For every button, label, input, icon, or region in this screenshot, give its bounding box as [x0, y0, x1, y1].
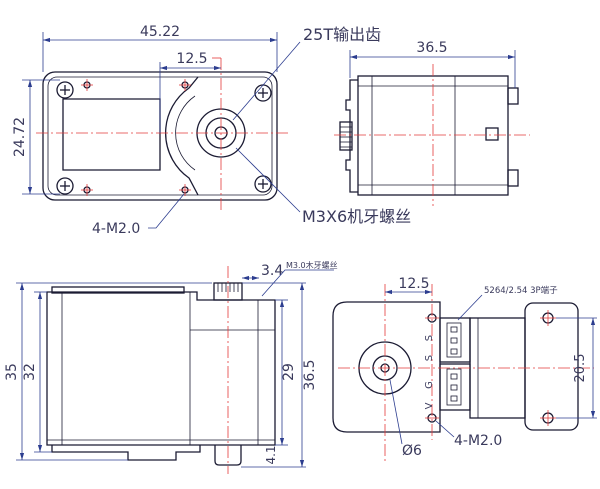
hole-spacing-dimension: 20.5 [573, 354, 588, 383]
connector-5264 [439, 317, 471, 411]
pin-label-4: V [424, 402, 435, 409]
front-view: 45.22 12.5 24.72 25T输出齿 M3X6机牙螺丝 4-M2.0 [12, 24, 411, 237]
pin-label-2: S [424, 355, 435, 361]
side-tab-top [507, 87, 519, 105]
side-gear-teeth [339, 121, 353, 151]
hole-label: 4-M2.0 [92, 221, 140, 237]
shaft-offset-dimension: 12.5 [398, 276, 429, 292]
bottom-hole-label: 4-M2.0 [454, 433, 502, 449]
screw-label: M3X6机牙螺丝 [302, 207, 411, 226]
bottom-right-plate [524, 302, 579, 431]
top-side-view: 36.5 [334, 40, 530, 206]
side-elevation-view: 35 32 29 36.5 4.1 3.4 M3.0木牙螺丝 [4, 260, 338, 474]
elevation-bottom-foot [51, 445, 201, 461]
pin-label-1: S [424, 335, 435, 341]
elevation-body [46, 291, 276, 446]
connector-label: 5264/2.54 3P端子 [484, 285, 558, 296]
body-height-dimension: 32 [22, 363, 38, 381]
gear-offset-dimension: 12.5 [176, 51, 207, 67]
gear-label-leader [232, 41, 301, 121]
front-ear-arc-inner [175, 95, 196, 171]
total-height-dimension: 35 [4, 363, 20, 381]
front-body-box [62, 98, 161, 171]
elevation-bottom-gear [214, 445, 242, 466]
gear-label: 25T输出齿 [303, 25, 381, 44]
pin-label-3: G [424, 381, 435, 389]
self-tap-screw-leader [261, 269, 334, 297]
mount-hole-3 [81, 184, 93, 196]
elevation-top-lid [51, 286, 185, 294]
screw-bottom-left [56, 177, 74, 195]
width-dimension: 45.22 [140, 24, 180, 40]
screw-bottom-right [254, 175, 272, 193]
case-height-dimension: 29 [281, 363, 297, 381]
length-dimension: 36.5 [416, 40, 447, 56]
bottom-left-plate [332, 301, 441, 433]
shaft-diameter-dimension: Ø6 [402, 443, 422, 459]
shaft-diameter-leader [389, 379, 403, 445]
screw-top-left [56, 81, 74, 99]
front-ear-arc-outer [164, 76, 199, 196]
mount-hole-4 [179, 184, 191, 196]
bottom-hole-label-leader [435, 420, 455, 438]
side-tab-bottom [507, 169, 519, 187]
hole-label-leader [148, 193, 185, 229]
gear-height-dimension: 3.4 [261, 263, 283, 279]
self-tap-screw-label: M3.0木牙螺丝 [286, 260, 338, 270]
screw-top-right [254, 84, 272, 102]
side-shaft-stub [485, 127, 499, 141]
connector-label-leader [457, 294, 483, 321]
screw-label-leader [235, 147, 301, 213]
bottom-gear-dimension: 4.1 [264, 445, 278, 464]
mount-hole-2 [179, 79, 191, 91]
height-dimension: 24.72 [12, 117, 28, 157]
bottom-hole-4 [540, 410, 556, 426]
bottom-hole-3 [540, 310, 556, 326]
bottom-view: 12.5 20.5 5264/2.54 3P端子 S S G V Ø6 4-M2… [332, 276, 597, 462]
mount-hole-1 [81, 79, 93, 91]
overall-height-dimension: 36.5 [302, 359, 318, 390]
